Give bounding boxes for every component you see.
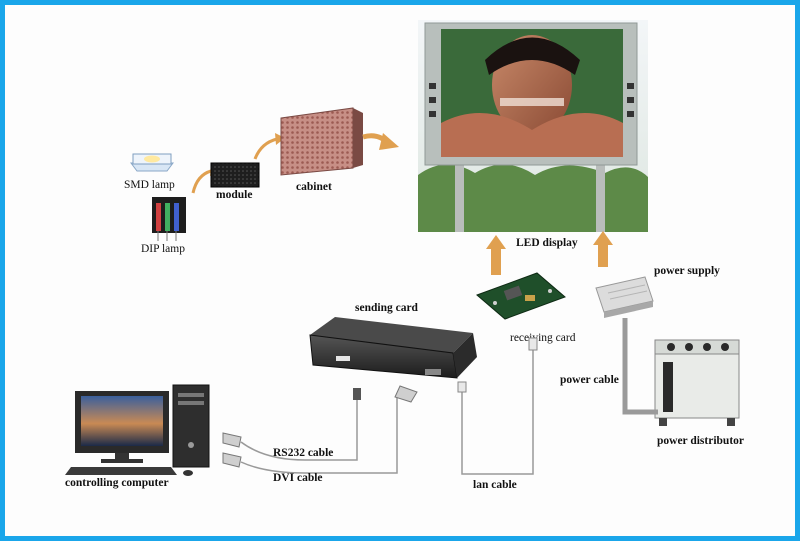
pc-tower bbox=[172, 384, 210, 468]
power-cable-line bbox=[622, 318, 658, 415]
speaker-l2 bbox=[429, 97, 436, 103]
cabinet-icon bbox=[280, 107, 363, 176]
monitor-screen bbox=[81, 396, 163, 446]
arrow-power-supply-to-display bbox=[593, 231, 613, 267]
lan-connector-receiving bbox=[528, 337, 538, 351]
lan-cable-label: lan cable bbox=[473, 479, 517, 491]
sending-card-label: sending card bbox=[355, 302, 419, 314]
receiving-card-label: receiving card bbox=[510, 332, 576, 344]
screen-hair bbox=[485, 37, 580, 75]
led-display bbox=[418, 20, 648, 232]
rs232-cable-line bbox=[240, 397, 358, 461]
dip-lamp-icon bbox=[152, 197, 186, 241]
speaker-l3 bbox=[429, 111, 436, 117]
speaker-l1 bbox=[429, 83, 436, 89]
arrow-module-to-cabinet bbox=[253, 137, 278, 160]
cabinet-label: cabinet bbox=[296, 181, 332, 193]
screen-paint bbox=[500, 98, 564, 106]
rs232-connector-sending bbox=[353, 388, 361, 400]
dvi-cable-line bbox=[240, 395, 398, 474]
power-distributor-icon bbox=[654, 339, 740, 426]
dvi-connector-computer bbox=[222, 452, 242, 468]
controlling-computer-icon bbox=[65, 384, 210, 476]
sending-card-icon bbox=[309, 317, 477, 379]
keyboard bbox=[65, 467, 177, 475]
lan-cable-line bbox=[461, 338, 534, 475]
lan-connector-sending bbox=[457, 381, 467, 393]
led-display-system-diagram: SMD lamp DIP lamp module cabinet LED dis… bbox=[65, 20, 744, 491]
power-distributor-label: power distributor bbox=[657, 435, 744, 447]
speaker-r1 bbox=[627, 83, 634, 89]
display-pole-right bbox=[596, 163, 605, 232]
dip-lamp-label: DIP lamp bbox=[141, 243, 185, 255]
receiving-card-icon bbox=[476, 272, 566, 320]
power-supply-label: power supply bbox=[654, 265, 720, 277]
module-label: module bbox=[216, 189, 252, 201]
trees bbox=[418, 164, 648, 232]
controlling-computer-label: controlling computer bbox=[65, 477, 169, 489]
power-cable-label: power cable bbox=[560, 374, 619, 386]
smd-lamp-label: SMD lamp bbox=[124, 179, 175, 191]
screen-shoulders bbox=[441, 113, 623, 157]
mouse bbox=[183, 470, 193, 476]
arrow-receiving-card-to-display bbox=[486, 235, 506, 275]
power-supply-icon bbox=[595, 276, 654, 318]
dvi-cable-label: DVI cable bbox=[273, 472, 323, 484]
smd-lamp-icon bbox=[130, 153, 174, 172]
led-display-label: LED display bbox=[516, 237, 578, 249]
display-pole-left bbox=[455, 163, 464, 232]
rs232-connector-computer bbox=[222, 432, 242, 448]
arrow-lamp-to-module bbox=[191, 169, 212, 194]
arrow-head-cabinet-to-display bbox=[379, 133, 399, 150]
speaker-r2 bbox=[627, 97, 634, 103]
speaker-r3 bbox=[627, 111, 634, 117]
module-icon bbox=[210, 162, 260, 188]
arrow-head-module-to-cabinet bbox=[275, 133, 285, 145]
dvi-connector-sending bbox=[394, 385, 418, 403]
rs232-cable-label: RS232 cable bbox=[273, 447, 333, 459]
